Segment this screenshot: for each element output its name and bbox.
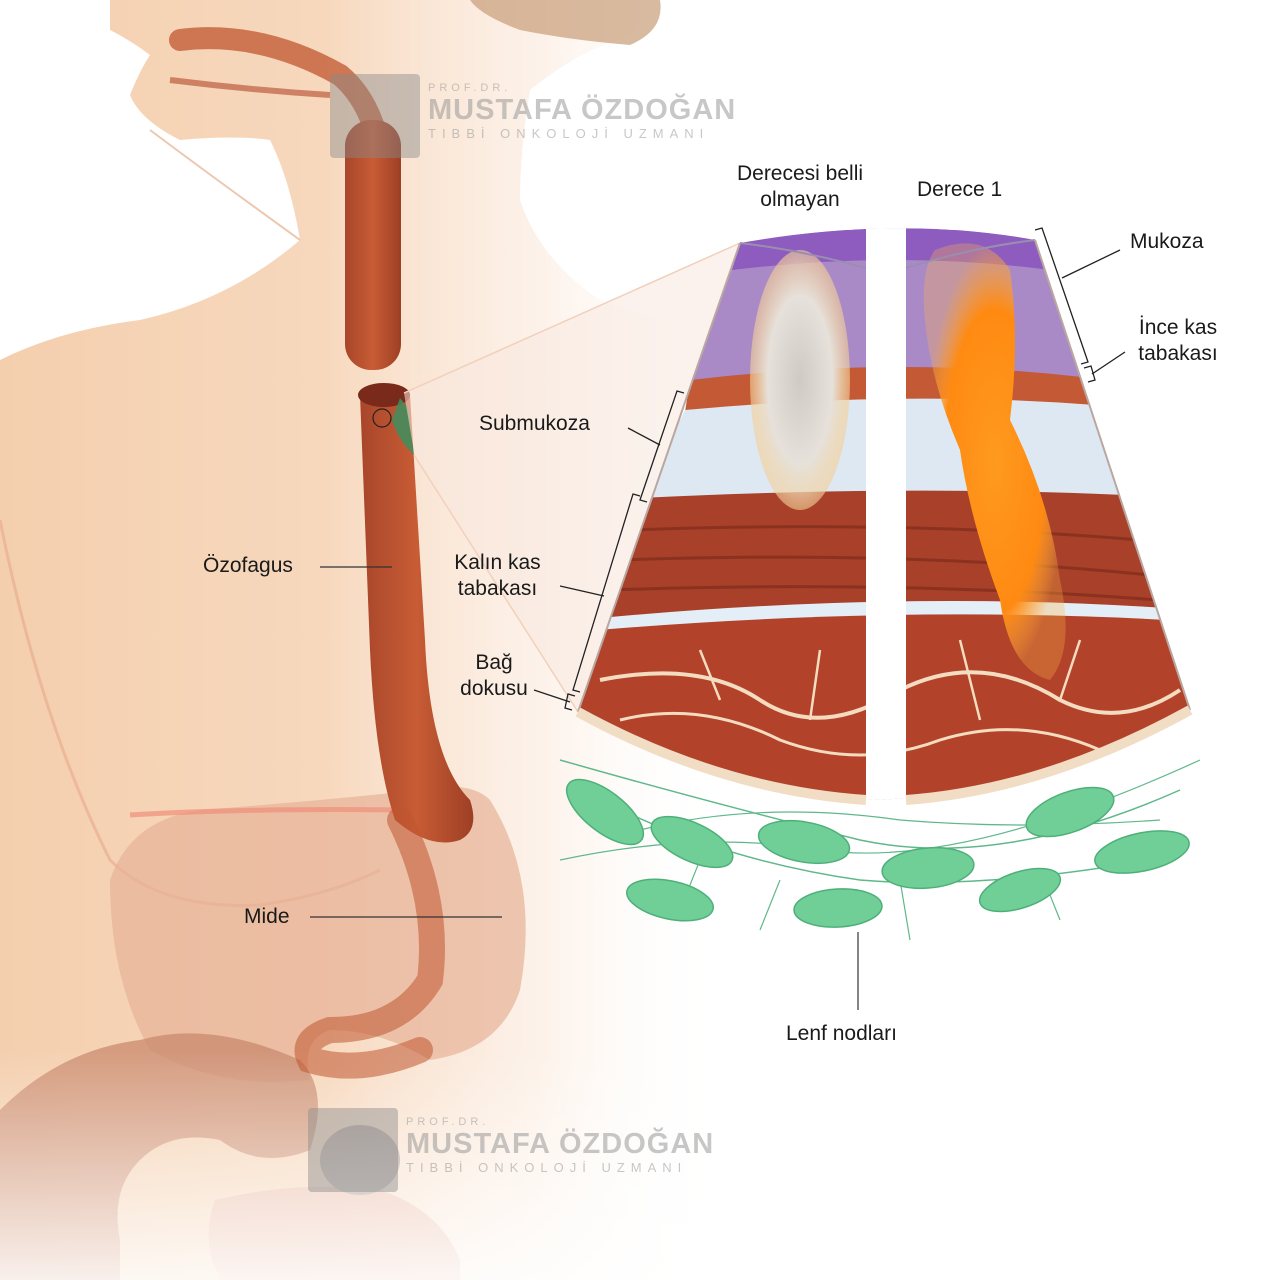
lymph-node [1094, 830, 1190, 874]
wedge-divider [866, 228, 906, 801]
tumor-grade-1 [923, 243, 1066, 681]
zoom-origin-circle [372, 408, 392, 428]
esophagus-cross-section [358, 383, 410, 407]
left-brackets [533, 390, 685, 711]
zoom-projection [403, 242, 741, 713]
watermark-name: MUSTAFA ÖZDOĞAN [406, 1128, 715, 1160]
lymph-node [881, 846, 975, 890]
lymph-node [565, 778, 645, 846]
label-lymph-nodes: Lenf nodları [786, 1022, 897, 1045]
label-esophagus: Özofagus [203, 554, 293, 577]
label-grade-1: Derece 1 [917, 178, 1003, 201]
label-thin-muscle: İnce kas tabakası [1122, 315, 1234, 367]
right-brackets [1034, 227, 1126, 383]
watermark-logo-bottom [308, 1108, 398, 1192]
label-connective-tissue-line1: Bağ [475, 651, 513, 674]
pharynx [169, 27, 391, 161]
watermark-prefix: PROF.DR. [406, 1116, 490, 1128]
lymph-node [626, 878, 714, 922]
watermark-name: MUSTAFA ÖZDOĞAN [428, 94, 737, 126]
label-connective-tissue-line2: dokusu [460, 677, 528, 700]
esophagus-lower [360, 390, 474, 843]
label-thick-muscle-line1: Kalın kas [454, 551, 541, 574]
label-connective-tissue: Bağ dokusu [444, 650, 544, 702]
watermark-top: PROF.DR. MUSTAFA ÖZDOĞAN TIBBİ ONKOLOJİ … [428, 82, 736, 141]
label-submucosa: Submukoza [479, 412, 590, 435]
label-undetermined-grade-line2: olmayan [760, 188, 840, 211]
watermark-bottom: PROF.DR. MUSTAFA ÖZDOĞAN TIBBİ ONKOLOJİ … [406, 1116, 714, 1175]
label-undetermined-grade: Derecesi belli olmayan [715, 161, 885, 213]
tumor-undetermined-grade [750, 250, 850, 510]
watermark-title: TIBBİ ONKOLOJİ UZMANI [428, 126, 710, 141]
label-thick-muscle: Kalın kas tabakası [440, 550, 555, 602]
lymph-node [650, 815, 734, 869]
watermark-logo-top [330, 74, 420, 158]
lymph-node [1025, 786, 1115, 838]
esophagus-upper [345, 120, 401, 370]
label-undetermined-grade-line1: Derecesi belli [736, 162, 864, 185]
label-stomach: Mide [244, 905, 290, 928]
lymph-node [793, 888, 883, 928]
label-mucosa: Mukoza [1130, 230, 1204, 253]
watermark-prefix: PROF.DR. [428, 82, 512, 94]
label-thin-muscle-line2: tabakası [1138, 342, 1218, 365]
label-thin-muscle-line1: İnce kas [1138, 316, 1218, 339]
label-thick-muscle-line2: tabakası [457, 577, 538, 600]
lymph-node [978, 867, 1062, 913]
lymph-node [757, 819, 851, 865]
lymph-network [559, 759, 1201, 941]
leader-lines [310, 566, 859, 1010]
watermark-title: TIBBİ ONKOLOJİ UZMANI [406, 1160, 688, 1175]
